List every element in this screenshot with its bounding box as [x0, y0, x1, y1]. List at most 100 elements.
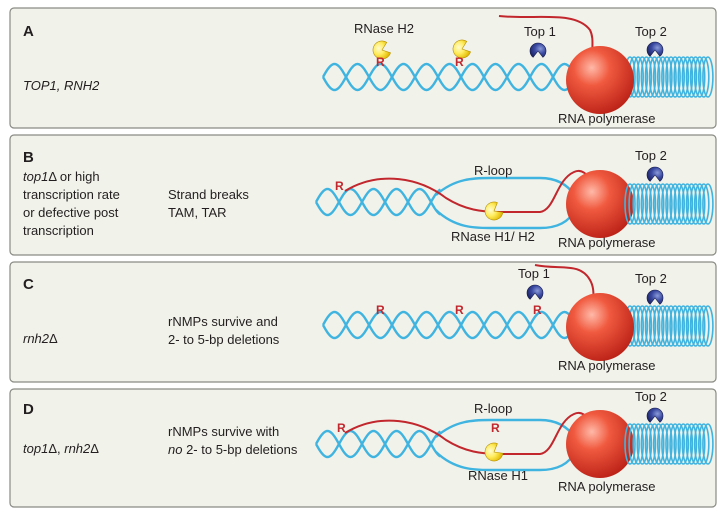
- panel-d-dna-supercoiled-turn-4: [636, 423, 649, 465]
- panel-a-dna-supercoiled-turn-17: [689, 56, 702, 98]
- panel-c-rna-polymerase: [566, 293, 634, 361]
- panel-b-rnmp-marker: R: [335, 179, 344, 193]
- panel-c-outcome-line-1: rNMPs survive and: [168, 314, 278, 329]
- panel-b-dna-supercoiled-turn-4: [636, 183, 649, 225]
- panel-a-dna-supercoiled-turn-20: [702, 56, 714, 98]
- panel-b-genotype: top1Δ or high transcription rate or defe…: [23, 169, 120, 238]
- panel-d-rnmp-marker-1: R: [337, 421, 346, 435]
- panel-d-dna-supercoiled-turn-9: [656, 423, 669, 465]
- panel-c-dna-supercoiled-turn-7: [648, 305, 661, 347]
- panel-a-dna-supercoiled-turn-14: [677, 56, 690, 98]
- panel-a-letter: A: [23, 23, 34, 40]
- panel-a-dna-supercoiled-turn-8: [652, 56, 665, 98]
- panel-b-dna-relaxed-strand-1: [314, 187, 442, 217]
- panel-a-rnmp-marker-2: R: [455, 55, 464, 69]
- panel-b-genotype-line-2: transcription rate: [23, 187, 120, 202]
- panel-a-top2-label: Top 2: [635, 24, 667, 39]
- panel-d-dna-supercoiled-turn-10: [661, 423, 673, 465]
- panel-c-dna-supercoiled-turn-9: [656, 305, 669, 347]
- panel-a-rna-polymerase-label: RNA polymerase: [558, 111, 656, 126]
- panel-b-rna-polymerase: [566, 170, 634, 238]
- panel-c-dna-supercoiled-turn-15: [681, 305, 694, 347]
- panel-d-letter: D: [23, 401, 34, 418]
- panel-c-dna-supercoiled: [624, 305, 714, 347]
- panel-a-top1-enzyme-body: [529, 42, 547, 58]
- panel-b-dna-supercoiled-turn-12: [669, 183, 681, 225]
- panel-b-dna-supercoiled-turn-13: [673, 183, 686, 225]
- panel-b-dna-supercoiled-turn-5: [640, 183, 653, 225]
- panel-d-rnmp-marker-2: R: [491, 421, 500, 435]
- panel-c-dna-supercoiled-turn-8: [652, 305, 665, 347]
- panel-d-dna-supercoiled-turn-15: [681, 423, 694, 465]
- panel-d-dna-relaxed-strand-2: [314, 429, 442, 459]
- panel-d-rnase-enzyme-body: [484, 442, 504, 462]
- panel-b-rloop-top-strand: [435, 176, 577, 197]
- panel-a-top2-enzyme-body: [646, 41, 664, 57]
- panel-d-dna-supercoiled-turn-19: [697, 423, 710, 465]
- panel-c-rna-polymerase-label: RNA polymerase: [558, 358, 656, 373]
- panel-c-dna-supercoiled-turn-20: [702, 305, 714, 347]
- panel-b-genotype-line-4: transcription: [23, 223, 94, 238]
- panel-b-rna-polymerase-label: RNA polymerase: [558, 235, 656, 250]
- panel-c-genotype: rnh2Δ: [23, 331, 58, 346]
- panel-a-dna-supercoiled-turn-16: [685, 56, 698, 98]
- panel-a-rnmp-marker-1: R: [376, 55, 385, 69]
- panel-b-frame: [9, 134, 717, 256]
- panel-d-outcome-line-2: no 2- to 5-bp deletions: [168, 442, 298, 457]
- panel-a-dna-supercoiled-turn-13: [673, 56, 686, 98]
- panel-c-top1-label: Top 1: [518, 266, 550, 281]
- panel-c-dna-supercoiled-turn-12: [669, 305, 681, 347]
- panel-b-dna-supercoiled-turn-19: [697, 183, 710, 225]
- panel-d-dna-relaxed: [314, 429, 442, 459]
- panel-d-rloop-label: R-loop: [474, 401, 512, 416]
- panel-b-rnase-enzyme: [484, 201, 504, 221]
- panel-c-letter: C: [23, 276, 34, 293]
- panel-a-dna-supercoiled-turn-12: [669, 56, 681, 98]
- panel-b: B top1Δ or high transcription rate or de…: [9, 134, 717, 256]
- panel-a-dna-relaxed: [321, 62, 585, 92]
- panel-b-dna-relaxed-strand-2: [314, 187, 442, 217]
- panel-a-dna-supercoiled-turn-15: [681, 56, 694, 98]
- panel-a-rnase-h2-right-body: [452, 39, 471, 59]
- panel-d-dna-supercoiled-turn-1: [624, 423, 636, 465]
- panel-b-dna-supercoiled-turn-14: [677, 183, 690, 225]
- panel-b-top2-label: Top 2: [635, 148, 667, 163]
- panel-c-dna-supercoiled-turn-6: [644, 305, 657, 347]
- panel-b-rnase-label: RNase H1/ H2: [451, 229, 535, 244]
- panel-a-dna-supercoiled-turn-5: [640, 56, 653, 98]
- panel-b-genotype-line-3: or defective post: [23, 205, 119, 220]
- panel-a-top1-enzyme: [529, 42, 547, 58]
- panel-c-top2-enzyme-body: [646, 289, 664, 305]
- panel-c-dna-supercoiled-turn-11: [665, 305, 677, 347]
- panel-c-rnmp-marker-1: R: [376, 303, 385, 317]
- panel-b-rloop-bottom-strand: [435, 209, 577, 230]
- panel-d-top2-enzyme-body: [646, 407, 664, 423]
- panel-c: C rnh2Δ rNMPs survive and 2- to 5-bp del…: [9, 261, 717, 383]
- panel-d-dna-supercoiled-turn-5: [640, 423, 653, 465]
- panel-d-rna-polymerase-label: RNA polymerase: [558, 479, 656, 494]
- panel-c-top1-enzyme-body: [526, 284, 544, 300]
- panel-d-dna-supercoiled: [624, 423, 714, 465]
- panel-c-dna-supercoiled-turn-17: [689, 305, 702, 347]
- panel-b-dna-relaxed: [314, 187, 442, 217]
- panel-d-dna-supercoiled-turn-17: [689, 423, 702, 465]
- panel-d-rnase-enzyme: [484, 442, 504, 462]
- panel-c-top2-label: Top 2: [635, 271, 667, 286]
- panel-b-rloop-label: R-loop: [474, 163, 512, 178]
- panel-c-dna-relaxed-strand-2: [321, 310, 585, 340]
- panel-d-dna-supercoiled-turn-12: [669, 423, 681, 465]
- panel-d-rnase-label: RNase H1: [468, 468, 528, 483]
- panel-a-rnase-h2-left-body: [372, 40, 391, 60]
- panel-d-dna-supercoiled-turn-13: [673, 423, 686, 465]
- panel-d-dna-supercoiled-turn-11: [665, 423, 677, 465]
- panel-a: A TOP1, RNH2 RNase H2 R R Top 1 RNA poly…: [9, 7, 717, 129]
- panel-a-rnase-h2-label: RNase H2: [354, 21, 414, 36]
- panel-b-dna-supercoiled-turn-16: [685, 183, 698, 225]
- panel-c-dna-supercoiled-turn-10: [661, 305, 673, 347]
- panel-b-rnase-enzyme-body: [484, 201, 504, 221]
- panel-d-dna-relaxed-strand-1: [314, 429, 442, 459]
- panel-d-dna-supercoiled-turn-2: [628, 423, 640, 465]
- panel-b-dna-supercoiled-turn-3: [632, 183, 645, 225]
- panel-a-dna-relaxed-strand-1: [321, 62, 585, 92]
- panel-a-genotype: TOP1, RNH2: [23, 78, 100, 93]
